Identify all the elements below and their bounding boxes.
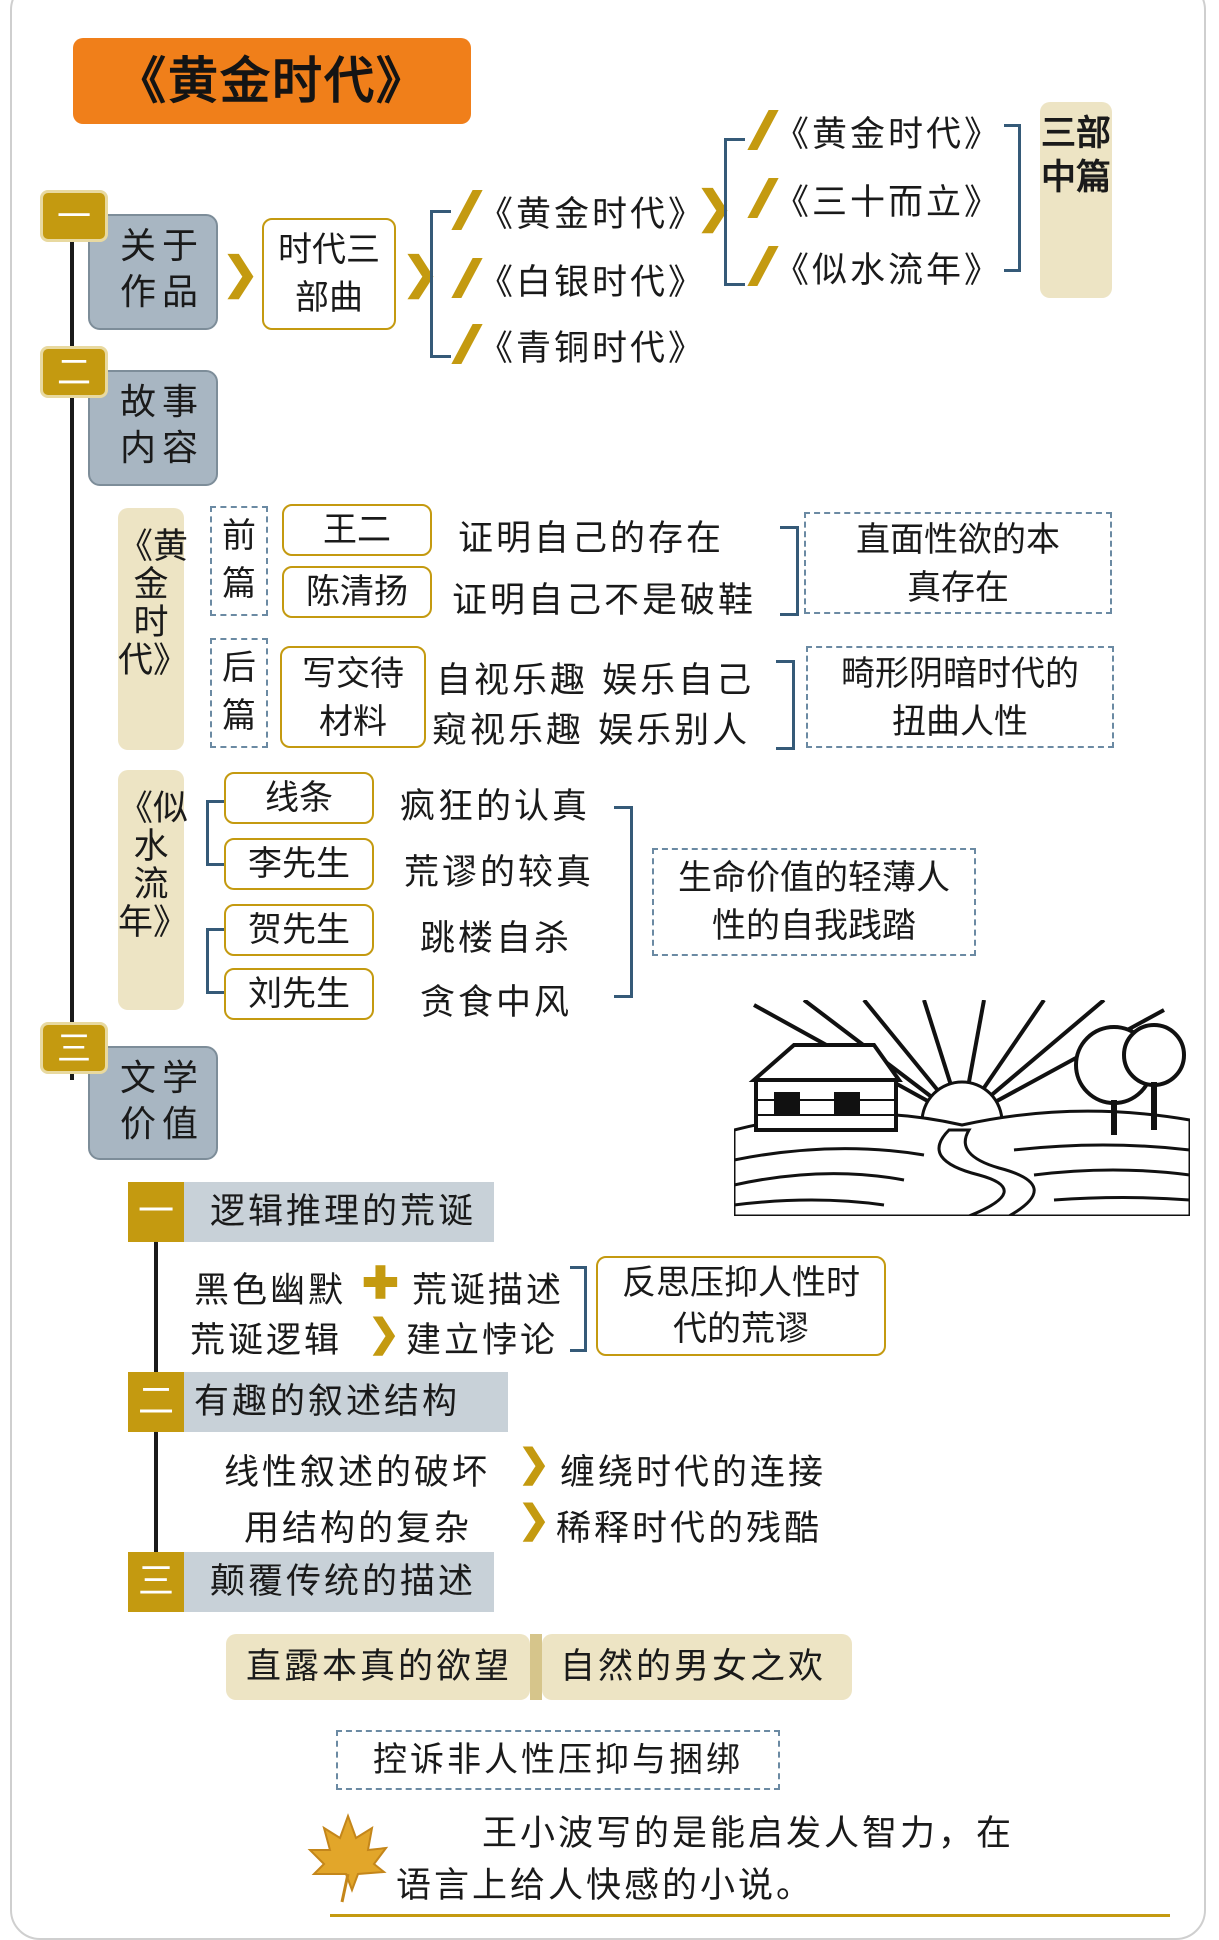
front-summary: 直面性欲的本真存在 [856, 520, 1060, 608]
quote-text: 王小波写的是能启发人智力，在 语言上给人快感的小说。 [396, 1808, 1116, 1912]
front-row-text: 证明自己不是破鞋 [452, 581, 757, 621]
bracket-right [1004, 124, 1021, 272]
plus-icon: ✚ [362, 1258, 399, 1309]
bracket-left [206, 800, 225, 866]
front-label: 前篇 [222, 516, 256, 604]
book-item: 《青铜时代》 [478, 329, 707, 369]
name-box: 李先生 [224, 838, 374, 890]
trilogy-box: 时代三部曲 [262, 218, 396, 330]
flowing-row-text: 疯狂的认真 [400, 787, 591, 827]
bracket-left [206, 928, 225, 994]
pill-text: 自然的男女之欢 [560, 1647, 827, 1687]
back-name: 写交待材料 [302, 654, 404, 742]
golden-age-tag-text: 《黄金时代》 [118, 527, 189, 681]
name-box: 刘先生 [224, 968, 374, 1020]
structure-text: 线性叙述的破坏 [224, 1453, 491, 1493]
quote-line: 王小波写的是能启发人智力，在 [482, 1814, 1015, 1854]
chevron-right-icon: ❯ [368, 1310, 400, 1355]
section-number: 一 [40, 190, 108, 242]
chevron-right-icon: ❯ [518, 1496, 550, 1541]
middle-book-item: 《三十而立》 [774, 183, 1003, 223]
value-term: 荒诞描述 [412, 1271, 565, 1311]
value-summary-box: 反思压抑人性时代的荒谬 [596, 1256, 886, 1356]
flowing-years-tag-text: 《似水流年》 [118, 789, 189, 943]
pill-text: 直露本真的欲望 [246, 1647, 513, 1687]
section-label: 文学价值 [120, 1058, 205, 1145]
sub-heading: 有趣的叙述结构 [128, 1372, 508, 1432]
section-box-story: 故事内容 [88, 370, 218, 486]
sub-number: 三 [128, 1552, 184, 1612]
flowing-row-text: 贪食中风 [420, 983, 573, 1023]
section-label: 关于作品 [120, 226, 205, 313]
front-label-box: 前篇 [210, 506, 268, 616]
section-number: 二 [40, 346, 108, 398]
middle-book-item: 《黄金时代》 [774, 115, 1003, 155]
accuse-text: 控诉非人性压抑与捆绑 [373, 1740, 743, 1780]
flowing-row-text: 跳楼自杀 [420, 919, 573, 959]
description-pill-left: 直露本真的欲望 [226, 1634, 530, 1700]
chevron-right-icon: ❯ [222, 248, 259, 299]
front-row-text: 证明自己的存在 [458, 519, 725, 559]
structure-text: 稀释时代的残酷 [556, 1509, 823, 1549]
name-box: 线条 [224, 772, 374, 824]
barn-landscape-illustration [732, 998, 1192, 1218]
name-box: 写交待材料 [280, 646, 426, 748]
bracket-books [430, 210, 451, 358]
section-number: 三 [40, 1022, 108, 1074]
trilogy-label: 时代三部曲 [278, 230, 380, 318]
description-pill-right: 自然的男女之欢 [542, 1634, 852, 1700]
back-summary: 畸形阴暗时代的扭曲人性 [841, 654, 1079, 742]
sub-number: 二 [128, 1372, 184, 1432]
flowing-row-text: 荒谬的较真 [404, 853, 595, 893]
flowing-years-tag: 《似水流年》 [118, 770, 188, 1010]
book-item: 《黄金时代》 [478, 195, 707, 235]
back-line: 窥视乐趣 娱乐别人 [432, 711, 751, 751]
quote-underline [330, 1914, 1170, 1917]
middle-book-item: 《似水流年》 [774, 251, 1003, 291]
bracket-right [780, 526, 799, 616]
chevron-right-icon: ❯ [518, 1440, 550, 1485]
front-summary-box: 直面性欲的本真存在 [804, 512, 1112, 614]
accuse-box: 控诉非人性压抑与捆绑 [336, 1730, 780, 1790]
bracket-right [614, 806, 633, 998]
middle-label: 三部中篇 [1040, 113, 1111, 198]
sub-heading: 逻辑推理的荒诞 [128, 1182, 494, 1242]
section-label: 故事内容 [120, 382, 205, 469]
bracket-right [570, 1266, 587, 1352]
structure-text: 缠绕时代的连接 [560, 1453, 827, 1493]
flowing-summary-box: 生命价值的轻薄人性的自我践踏 [652, 848, 976, 956]
page-title: 《黄金时代》 [73, 38, 471, 124]
value-term: 荒诞逻辑 [190, 1321, 343, 1361]
maple-leaf-icon [306, 1812, 390, 1904]
sub-number: 一 [128, 1182, 184, 1242]
section-box-value: 文学价值 [88, 1046, 218, 1160]
flowing-summary: 生命价值的轻薄人性的自我践踏 [678, 858, 950, 946]
value-term: 黑色幽默 [194, 1271, 347, 1311]
back-label: 后篇 [222, 648, 256, 736]
value-term: 建立悖论 [406, 1321, 559, 1361]
name-box: 陈清扬 [282, 566, 432, 618]
name-box: 王二 [282, 504, 432, 556]
sub-heading: 颠覆传统的描述 [128, 1552, 494, 1612]
golden-age-tag: 《黄金时代》 [118, 508, 188, 750]
pill-divider [530, 1634, 542, 1700]
section-box-about: 关于作品 [88, 214, 218, 330]
middle-label-tag: 三部中篇 [1040, 102, 1112, 298]
back-label-box: 后篇 [210, 638, 268, 748]
quote-line: 语言上给人快感的小说。 [396, 1866, 815, 1906]
value-summary: 反思压抑人性时代的荒谬 [622, 1263, 860, 1349]
bracket-right [776, 660, 795, 750]
main-spine [70, 200, 74, 1080]
structure-text: 用结构的复杂 [244, 1509, 473, 1549]
back-line: 自视乐趣 娱乐自己 [436, 661, 755, 701]
book-item: 《白银时代》 [478, 263, 707, 303]
name-box: 贺先生 [224, 904, 374, 956]
bracket-middle-books [724, 138, 745, 286]
back-summary-box: 畸形阴暗时代的扭曲人性 [806, 646, 1114, 748]
